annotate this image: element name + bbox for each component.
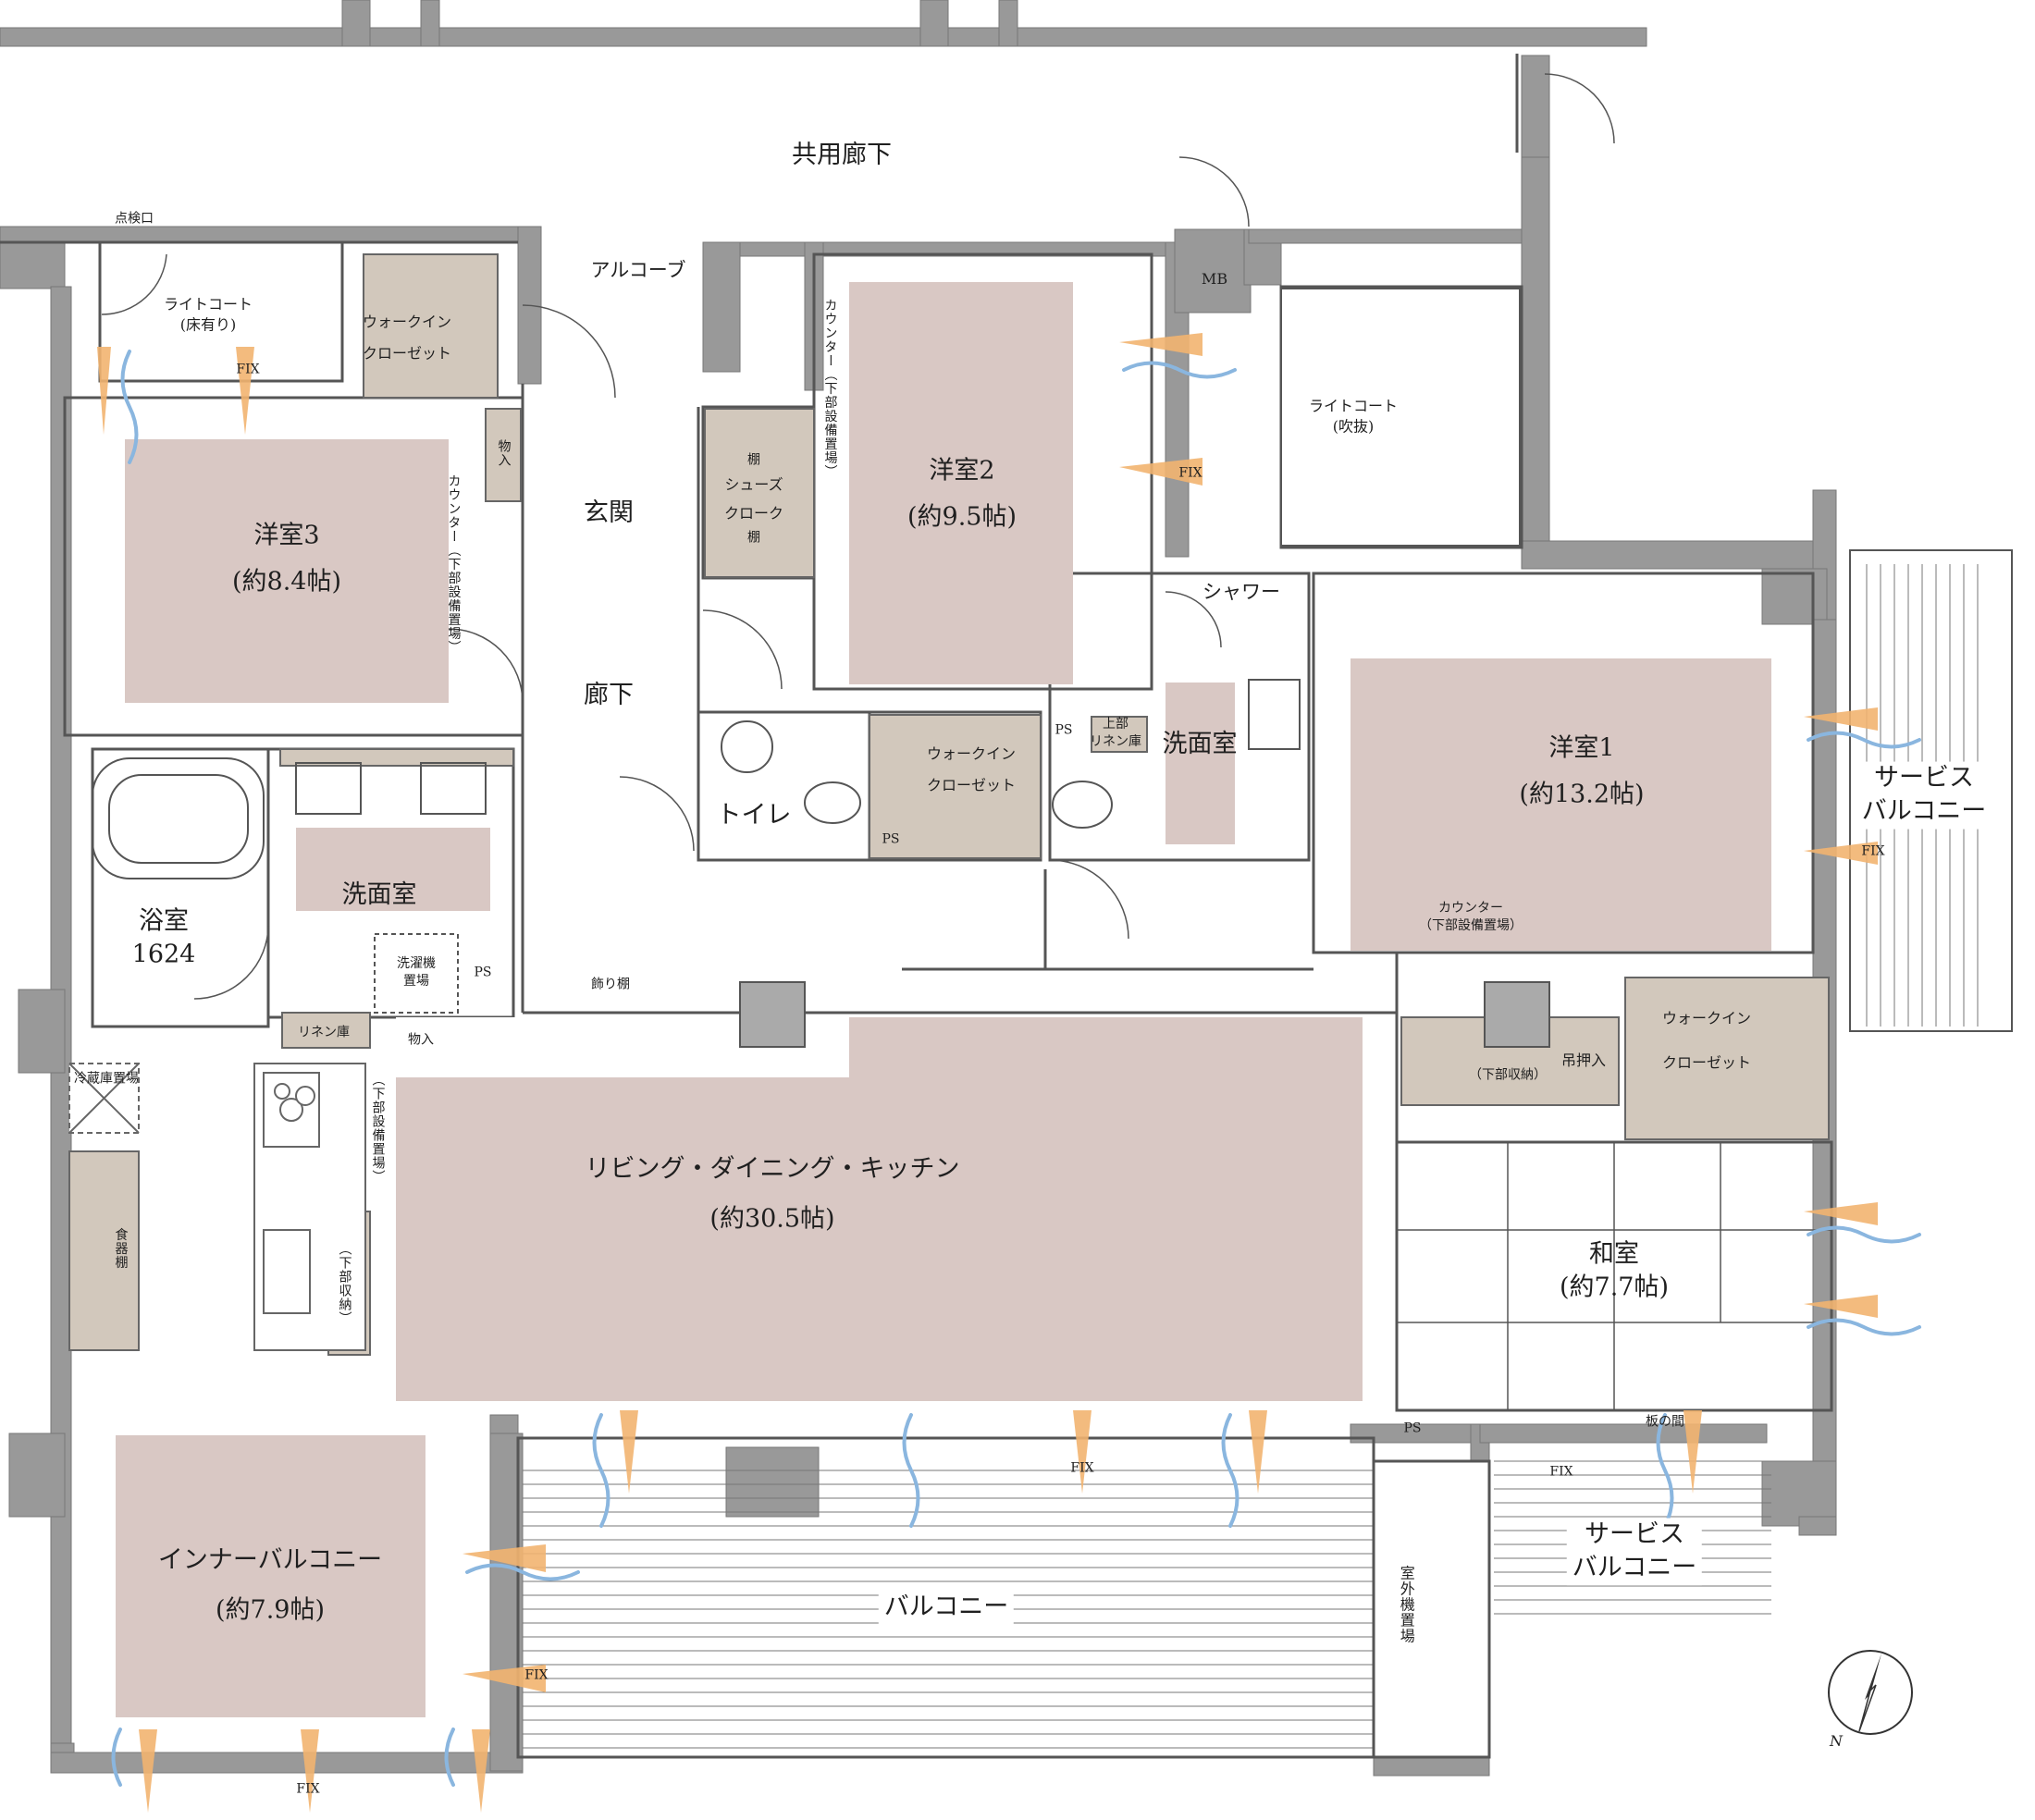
- fridge-label: 冷蔵庫置場: [74, 1071, 139, 1087]
- bathtub: [92, 679, 1550, 1048]
- shoes-cloak-label: 棚 シューズ クローク 棚: [723, 452, 784, 546]
- balcony-label: バルコニー: [878, 1590, 1015, 1625]
- linen-label: リネン庫: [298, 1025, 350, 1040]
- decor-shelf-label: 飾り棚: [591, 977, 630, 992]
- inner-balcony-label: インナーバルコニー(約7.9帖): [157, 1545, 383, 1625]
- shower-label: シャワー: [1202, 580, 1280, 603]
- lower-storage-kitchen-label: （下部収納）: [337, 1242, 352, 1325]
- kitchen-counter: [68, 1063, 366, 1351]
- light-court-open-label: ライトコート(吹抜): [1308, 397, 1399, 435]
- ldk-label: リビング・ダイニング・キッチン(約30.5帖): [585, 1154, 960, 1234]
- storage-kitchen-label: 物入: [408, 1032, 434, 1048]
- storage-entrance-label: 物入: [496, 439, 512, 467]
- fix-label: FIX: [236, 362, 260, 377]
- ps-toilet-label: PS: [882, 831, 900, 847]
- common-corridor-label: 共用廊下: [792, 140, 892, 169]
- door-swings: [101, 73, 1615, 1000]
- window-arrows: [97, 333, 1878, 1813]
- fix-label: FIX: [296, 1781, 320, 1797]
- wic-japanese-label: ウォークインクローゼット: [1661, 1009, 1752, 1071]
- fix-label: FIX: [1549, 1464, 1573, 1480]
- wic-hall-label: ウォークインクローゼット: [926, 744, 1017, 793]
- fix-label: FIX: [524, 1667, 549, 1683]
- washer-label: 洗濯機置場: [397, 956, 436, 989]
- lower-storage-west1-label: （下部収納）: [1469, 1067, 1547, 1083]
- outdoor-unit-label: 室外機置場: [1397, 1565, 1415, 1644]
- ps-balcony-label: PS: [1403, 1420, 1422, 1436]
- counter-west1-label: カウンター（下部設備置場）: [1419, 901, 1523, 933]
- north-label: N: [1830, 1732, 1843, 1751]
- board-floor-label: 板の間: [1646, 1414, 1684, 1430]
- light-court-floor-label: ライトコート(床有り): [163, 295, 253, 333]
- wic-west3-label: ウォークインクローゼット: [362, 313, 452, 362]
- dish-shelf-label: 食器棚: [113, 1227, 129, 1270]
- hanging-closet-label: 吊押入: [1560, 1051, 1607, 1070]
- inspection-port-label: 点検口: [115, 211, 154, 227]
- alcove-label: アルコーブ: [590, 258, 686, 281]
- japanese-room-label: 和室(約7.7帖): [1559, 1239, 1670, 1302]
- western-room-3-label: 洋室3(約8.4帖): [231, 521, 342, 596]
- ps-wash-label: PS: [1054, 722, 1073, 738]
- western-room-1-label: 洋室1(約13.2帖): [1519, 733, 1645, 809]
- light-courts: [1280, 288, 1521, 547]
- north-compass-icon: [1828, 1650, 1913, 1735]
- upper-linen-label: 上部リネン庫: [1090, 717, 1141, 749]
- washroom-west1-label: 洗面室: [1162, 729, 1238, 758]
- service-balcony-east-frame: [1849, 549, 2013, 1032]
- service-balcony-south-label: サービスバルコニー: [1566, 1518, 1703, 1586]
- entrance-label: 玄関: [584, 498, 634, 527]
- ps-bath-label: PS: [474, 965, 492, 980]
- fix-label: FIX: [1070, 1460, 1094, 1476]
- service-balcony-east-label: サービスバルコニー: [1856, 761, 1992, 830]
- western-room-2-label: 洋室2(約9.5帖): [906, 456, 1018, 532]
- toilet-label: トイレ: [716, 800, 792, 830]
- mb-label: MB: [1201, 270, 1228, 289]
- outdoor-unit-area: [1372, 1459, 1491, 1759]
- lower-equipment-label: （下部設備置場）: [370, 1073, 386, 1184]
- room-fills: [116, 282, 1771, 1717]
- wind-waves: [111, 350, 1921, 1787]
- counter-west3-label: カウンター（下部設備置場）: [446, 473, 462, 655]
- fix-label: FIX: [1178, 465, 1202, 481]
- hallway-label: 廊下: [584, 680, 634, 709]
- washroom-main-label: 洗面室: [341, 879, 417, 909]
- tatami-grid: [1397, 1142, 1832, 1410]
- fix-label: FIX: [1861, 843, 1885, 859]
- balcony-decking: [523, 564, 1979, 1749]
- counter-west2-label: カウンター（下部設備置場）: [822, 298, 838, 479]
